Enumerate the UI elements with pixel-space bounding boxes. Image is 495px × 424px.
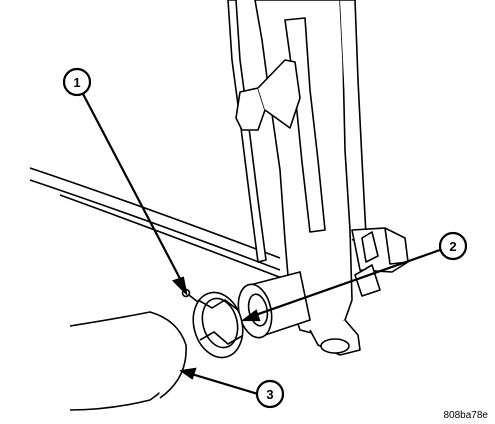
arrowhead-3 (179, 367, 197, 380)
figure-code: 808ba78e (444, 410, 489, 421)
leader-lines (81, 91, 441, 396)
callout-1: 1 (62, 67, 92, 97)
background-tube (29, 167, 301, 286)
mounting-bracket (227, 0, 409, 356)
callout-1-label: 1 (73, 75, 80, 90)
arrowhead-1 (171, 276, 188, 297)
spring-clamp (181, 288, 244, 359)
outlet-tube (237, 271, 311, 339)
callout-3-label: 3 (266, 387, 273, 402)
arrowhead-2 (240, 309, 261, 322)
heater-hose (69, 311, 187, 411)
callout-2-label: 2 (449, 239, 456, 254)
callout-3: 3 (255, 379, 285, 409)
callout-2: 2 (438, 231, 468, 261)
